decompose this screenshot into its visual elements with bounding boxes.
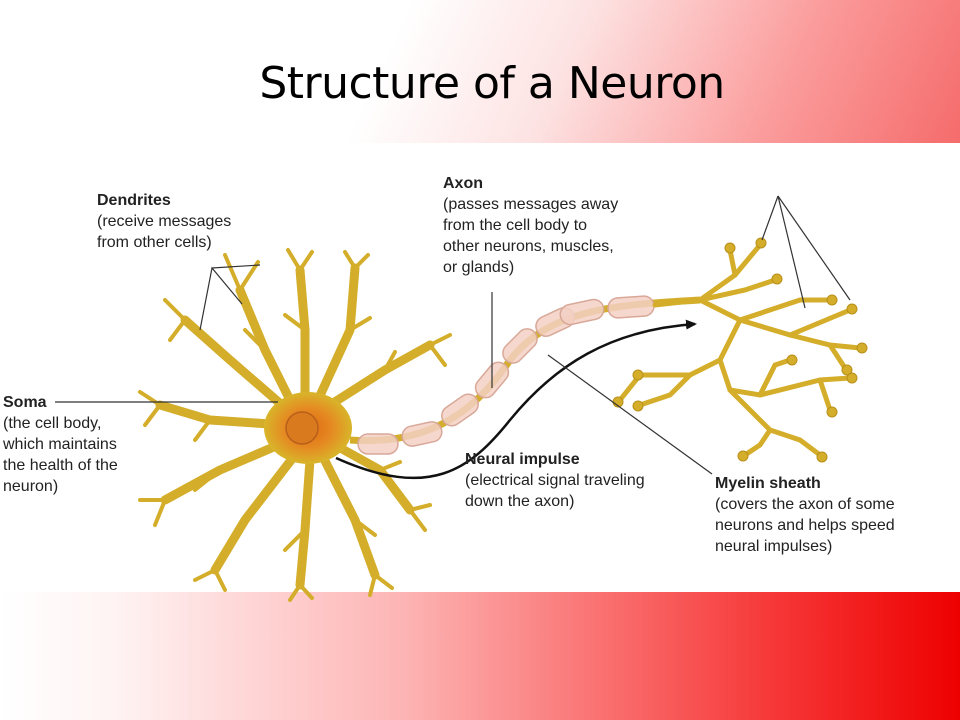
neural-impulse-description: (electrical signal traveling down the ax… — [465, 472, 645, 510]
dendrites-title: Dendrites — [97, 192, 171, 209]
footer-gradient — [0, 592, 960, 720]
soma-description: (the cell body, which maintains the heal… — [3, 415, 118, 495]
myelin-segments — [357, 295, 655, 455]
slide-title: Structure of a Neuron — [259, 58, 725, 109]
axon-description: (passes messages away from the cell body… — [443, 196, 619, 276]
terminal-buttons — [612, 237, 868, 463]
axon-terminals — [617, 242, 863, 458]
leader-lines — [55, 195, 851, 475]
dendrites — [138, 248, 452, 602]
label-myelin-sheath: Myelin sheath (covers the axon of some n… — [715, 473, 895, 557]
label-neural-impulse: Neural impulse (electrical signal travel… — [465, 449, 645, 512]
diagram-panel — [0, 143, 960, 593]
soma-title: Soma — [3, 394, 47, 411]
label-dendrites: Dendrites (receive messages from other c… — [97, 190, 231, 253]
axon — [349, 296, 701, 445]
label-axon: Axon (passes messages away from the cell… — [443, 173, 618, 278]
impulse-arrow — [335, 319, 697, 480]
axon-title: Axon — [443, 175, 483, 192]
label-soma: Soma (the cell body, which maintains the… — [3, 392, 118, 497]
nucleus — [285, 411, 319, 445]
myelin-sheath-description: (covers the axon of some neurons and hel… — [715, 496, 895, 555]
neural-impulse-title: Neural impulse — [465, 451, 580, 468]
myelin-sheath-title: Myelin sheath — [715, 475, 821, 492]
header-gradient — [0, 0, 960, 150]
dendrites-description: (receive messages from other cells) — [97, 213, 232, 251]
